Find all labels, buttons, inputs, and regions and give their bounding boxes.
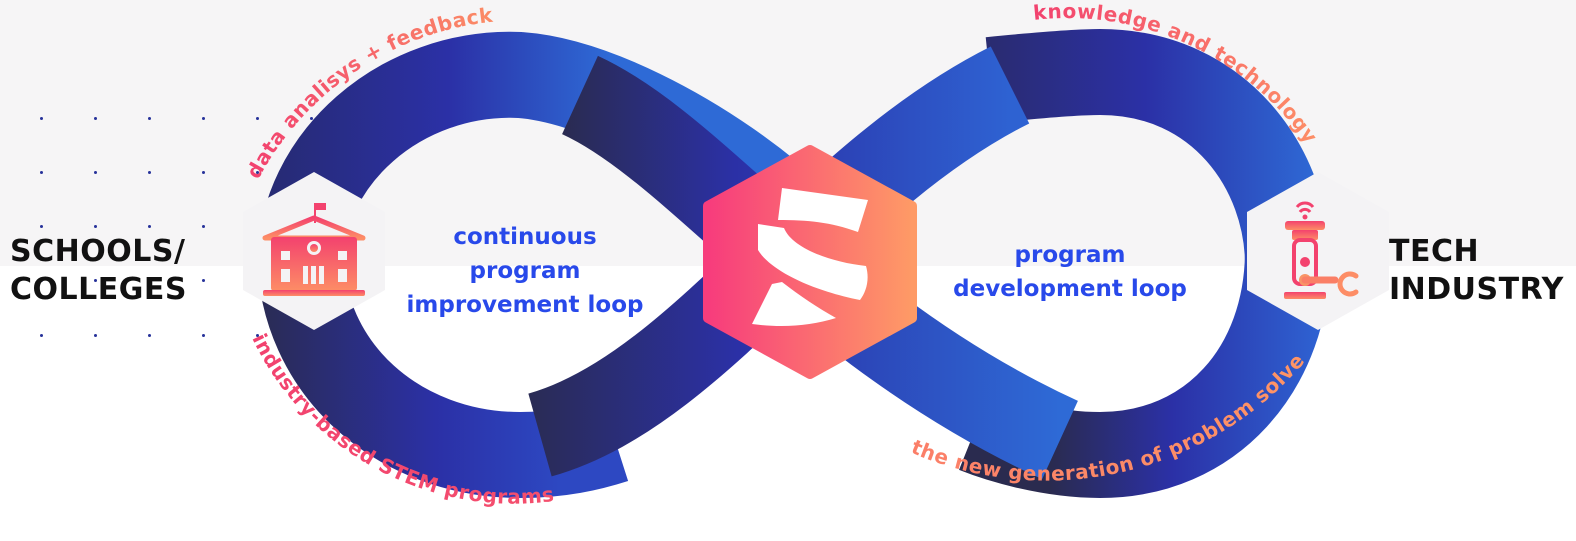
decorative-dot [94, 334, 97, 337]
decorative-dot [148, 279, 151, 282]
right-label-line2: INDUSTRY [1389, 272, 1564, 307]
center-logo-hexagon [703, 145, 917, 379]
loop-left-line2: program [469, 258, 581, 284]
logo-s-icon [752, 188, 868, 326]
loop-segment-right-top [985, 28, 1331, 267]
loop-right-line2: development loop [953, 276, 1187, 302]
robot-arm-icon [1284, 201, 1359, 299]
decorative-dot [256, 334, 259, 337]
decorative-dot [40, 279, 43, 282]
left-label-line1: SCHOOLS/ [10, 234, 186, 269]
tech-hexagon [1247, 172, 1389, 330]
decorative-dot [94, 117, 97, 120]
loop-left-line3: improvement loop [406, 292, 644, 318]
decorative-dot [40, 171, 43, 174]
decorative-dot [202, 225, 205, 228]
decorative-dot [256, 117, 259, 120]
decorative-dot [94, 279, 97, 282]
decorative-dot [202, 171, 205, 174]
left-label-line2: COLLEGES [10, 272, 187, 307]
decorative-dot [148, 225, 151, 228]
loop-right-line1: program [1014, 242, 1126, 268]
decorative-dot [202, 279, 205, 282]
right-label-line1: TECH [1389, 234, 1480, 269]
decorative-dot [148, 171, 151, 174]
decorative-dot [202, 117, 205, 120]
continuous-improvement-loop-label: continuous program improvement loop [380, 220, 670, 322]
decorative-dot [40, 117, 43, 120]
school-hexagon [243, 172, 385, 330]
school-building-icon [262, 203, 366, 296]
program-development-loop-label: program development loop [920, 238, 1220, 306]
loop-left-line1: continuous [453, 224, 597, 250]
decorative-dot [148, 334, 151, 337]
tech-industry-label: TECH INDUSTRY [1389, 233, 1564, 309]
decorative-dot [40, 334, 43, 337]
decorative-dot [94, 171, 97, 174]
decorative-dot [94, 225, 97, 228]
decorative-dot [148, 117, 151, 120]
decorative-dot [40, 225, 43, 228]
decorative-dot [256, 171, 259, 174]
schools-colleges-label: SCHOOLS/ COLLEGES [10, 233, 187, 309]
decorative-dot [202, 334, 205, 337]
decorative-dot [310, 117, 313, 120]
